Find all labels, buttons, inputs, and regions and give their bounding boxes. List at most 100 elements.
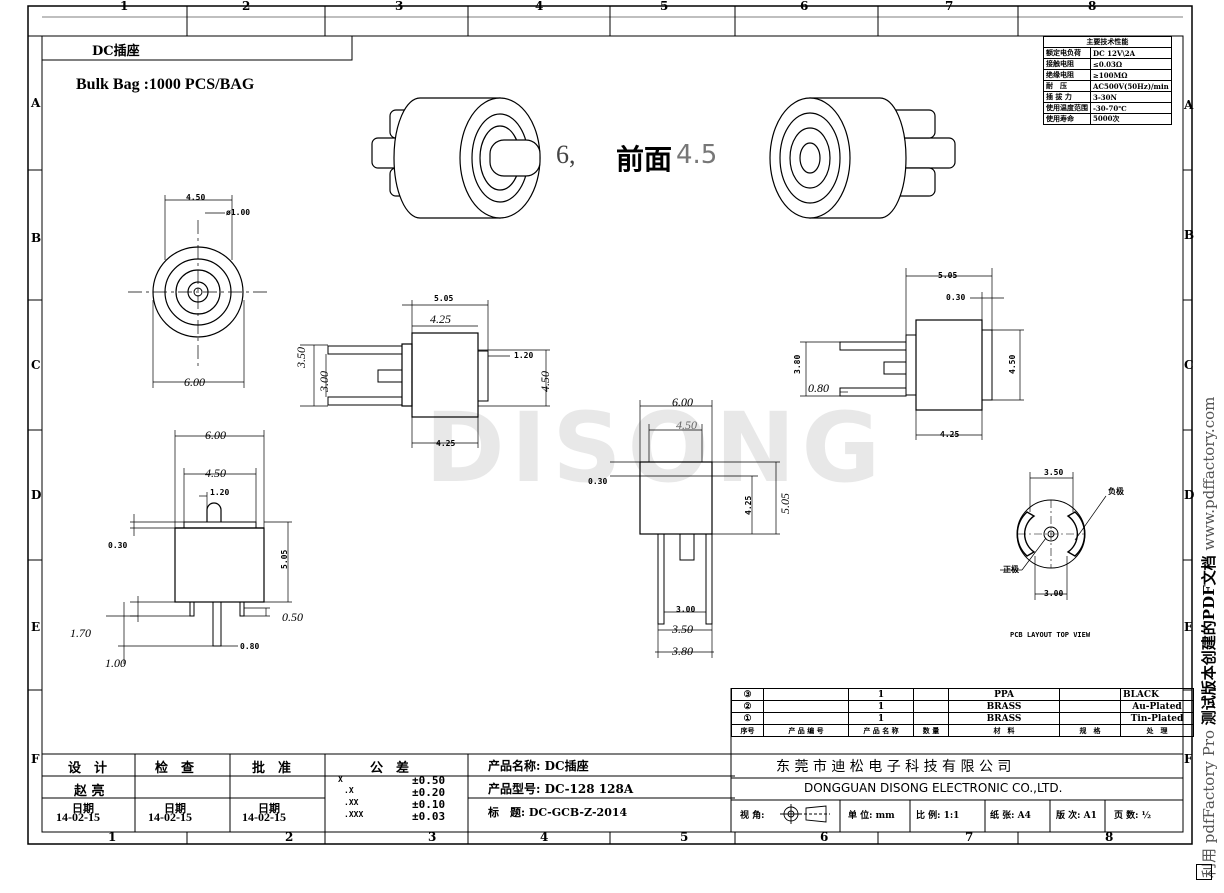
dim-label: 0.80 xyxy=(808,381,829,395)
front-view-middle xyxy=(610,400,780,658)
iso-view-front xyxy=(769,97,956,219)
bom-qty-col: 1 xyxy=(848,712,914,725)
spec-key: 绝缘电阻 xyxy=(1043,69,1091,81)
row-label-B-right: B xyxy=(1184,228,1195,242)
row-label-E-right: E xyxy=(1184,620,1194,634)
row-label-A: A xyxy=(31,96,41,110)
bom-qty-col: 1 xyxy=(848,700,914,713)
pcb-layout-view xyxy=(1000,472,1107,600)
tolerance-label: 公 差 xyxy=(370,761,410,776)
spec-value: 3-30N xyxy=(1090,91,1172,103)
dim-label: 3.50 xyxy=(1044,468,1064,477)
dim-label: 4.25 xyxy=(744,495,753,515)
dim-label: 1.00 xyxy=(105,656,126,670)
check-label: 检 查 xyxy=(155,761,195,776)
bom-header: 序号产 品 编 号产 品 名 称数 量材 料规 格处 理 xyxy=(731,724,1194,737)
bom-head-spec: 规 格 xyxy=(1059,724,1121,737)
dim-label: 0.30 xyxy=(588,477,608,486)
product-model: 产品型号: DC-128 128A xyxy=(488,782,634,796)
bom-no: ① xyxy=(731,712,764,725)
company-name-en: DONGGUAN DISONG ELECTRONIC CO.,LTD. xyxy=(804,781,1063,795)
bom-material: BRASS xyxy=(948,700,1060,713)
spec-value: ≥100MΩ xyxy=(1090,69,1172,81)
date-value: 14-02-15 xyxy=(56,810,100,824)
designer-name: 赵 亮 xyxy=(74,784,105,799)
side-view-center xyxy=(300,300,550,448)
dim-label: 6.00 xyxy=(184,375,205,389)
row-label-F: F xyxy=(31,752,40,766)
date-label: 日期 xyxy=(258,802,280,815)
part-label: DC插座 xyxy=(92,44,140,59)
spec-value: ≤0.03Ω xyxy=(1090,58,1172,70)
col-label-6: 6 xyxy=(800,0,809,13)
col-label-4: 4 xyxy=(535,0,544,13)
dim-label: 6.00 xyxy=(672,395,693,409)
spec-key: 额定电负荷 xyxy=(1043,47,1091,59)
product-name: 产品名称: DC插座 xyxy=(488,759,589,773)
spec-key: 插 拔 力 xyxy=(1043,91,1091,103)
tol-key: .X xyxy=(344,786,354,795)
front-view-left xyxy=(106,430,292,664)
bom-material: BRASS xyxy=(948,712,1060,725)
spec-key: 使用寿命 xyxy=(1043,113,1091,125)
bom-finish: Au-Plated xyxy=(1120,700,1194,713)
dim-label: 0.30 xyxy=(946,293,966,302)
view-angle-label: 视 角: xyxy=(740,811,765,821)
paper-label: 纸 张: A4 xyxy=(990,811,1031,821)
revision-label: 版 次: A1 xyxy=(1056,811,1097,821)
company-name-cn: 东 莞 市 迪 松 电 子 科 技 有 限 公 司 xyxy=(776,759,1012,775)
design-label: 设 计 xyxy=(68,761,108,776)
dim-label: 5.05 xyxy=(938,271,958,280)
date-label: 日期 xyxy=(72,802,94,815)
iso-view-rear xyxy=(371,97,541,219)
dim-label: 4.50 xyxy=(205,466,226,480)
dim-label: 3.80 xyxy=(793,354,802,374)
dim-label: 1.70 xyxy=(70,626,91,640)
dim-label: 3.50 xyxy=(672,622,693,636)
col-label-8: 8 xyxy=(1088,0,1097,13)
bom-head-code: 产 品 编 号 xyxy=(763,724,849,737)
spec-value: 5000次 xyxy=(1090,113,1172,125)
dim-label: 4.50 xyxy=(538,371,552,392)
view-caption-dim: 4.5 xyxy=(676,140,718,170)
dim-label: 5.05 xyxy=(434,294,454,303)
col-label-1: 1 xyxy=(120,0,129,13)
front-circle-view xyxy=(128,195,270,388)
dim-label: 1.20 xyxy=(210,488,230,497)
side-square-icon xyxy=(1196,864,1212,880)
bom-finish: BLACK xyxy=(1120,688,1194,701)
spec-value: AC500V(50Hz)/min xyxy=(1090,80,1172,92)
bom-head-no: 序号 xyxy=(731,724,764,737)
dim-label: 4.50 xyxy=(186,193,206,202)
watermark: DISONG xyxy=(425,392,887,504)
dim-label: 3.50 xyxy=(294,347,308,368)
row-label-C: C xyxy=(31,358,41,372)
view-caption-number: 6, xyxy=(556,140,576,169)
tol-key: X xyxy=(338,775,343,784)
col-label-2-bottom: 2 xyxy=(285,830,294,844)
projection-symbol-icon xyxy=(780,804,830,824)
bom-qty-col: 1 xyxy=(848,688,914,701)
spec-value: DC 12V\2A xyxy=(1090,47,1172,59)
negative-pole-label: 负极 xyxy=(1108,486,1124,496)
col-label-1-bottom: 1 xyxy=(108,830,117,844)
row-label-D: D xyxy=(31,488,42,502)
dim-label: ø1.00 xyxy=(226,208,251,217)
tol-value: ±0.20 xyxy=(412,786,446,799)
view-caption-front: 前面 xyxy=(616,143,673,176)
row-label-B: B xyxy=(31,231,42,245)
row-label-F-right: F xyxy=(1184,752,1193,766)
dim-label: 3.00 xyxy=(317,371,331,392)
dim-label: 6.00 xyxy=(205,428,226,442)
spec-key: 耐 压 xyxy=(1043,80,1091,92)
dim-label: 4.25 xyxy=(940,430,960,439)
drawing-title: 标 题: DC-GCB-Z-2014 xyxy=(488,806,628,819)
dim-label: 3.80 xyxy=(672,644,693,658)
col-label-3: 3 xyxy=(395,0,404,13)
side-note-c: www.pdffactory.com xyxy=(1200,396,1218,556)
bom-no: ② xyxy=(731,700,764,713)
col-label-4-bottom: 4 xyxy=(540,830,549,844)
bom-no: ③ xyxy=(731,688,764,701)
